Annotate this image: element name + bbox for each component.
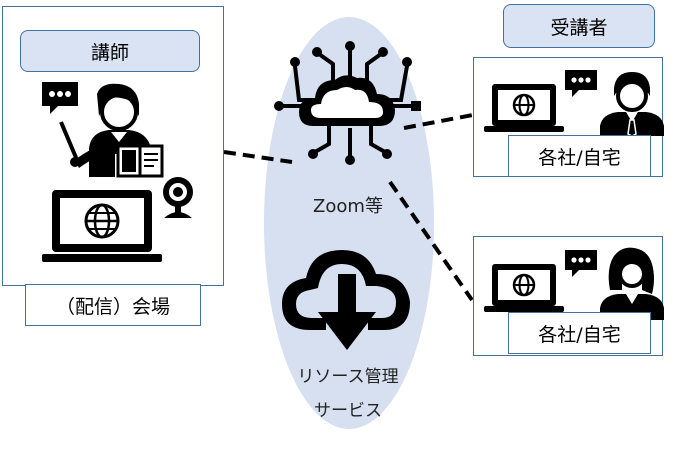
chat-bubble-icon <box>42 82 78 114</box>
cloud-download-icon <box>282 250 410 350</box>
laptop-globe-icon <box>484 264 564 312</box>
male-student-icon <box>600 72 664 137</box>
resource-service-label-line1: リソース管理 <box>297 367 399 387</box>
book-icon <box>116 144 164 178</box>
chat-bubble-icon <box>565 250 597 277</box>
resource-service-label-line2: サービス <box>314 401 382 421</box>
chat-bubble-icon <box>565 70 597 97</box>
webcam-icon <box>163 177 193 218</box>
female-student-icon <box>600 247 664 320</box>
laptop-globe-icon <box>484 84 564 132</box>
students-title: 受講者 <box>503 4 655 48</box>
student-location-1: 各社/自宅 <box>508 135 651 177</box>
network-cloud-icon <box>274 41 421 165</box>
venue-label: （配信）会場 <box>25 284 201 326</box>
teacher-icon <box>59 83 151 177</box>
instructor-title: 講師 <box>20 30 200 72</box>
student-location-2: 各社/自宅 <box>508 312 651 354</box>
laptop-globe-icon <box>42 190 162 262</box>
streaming-service-label: Zoom等 <box>313 196 383 217</box>
